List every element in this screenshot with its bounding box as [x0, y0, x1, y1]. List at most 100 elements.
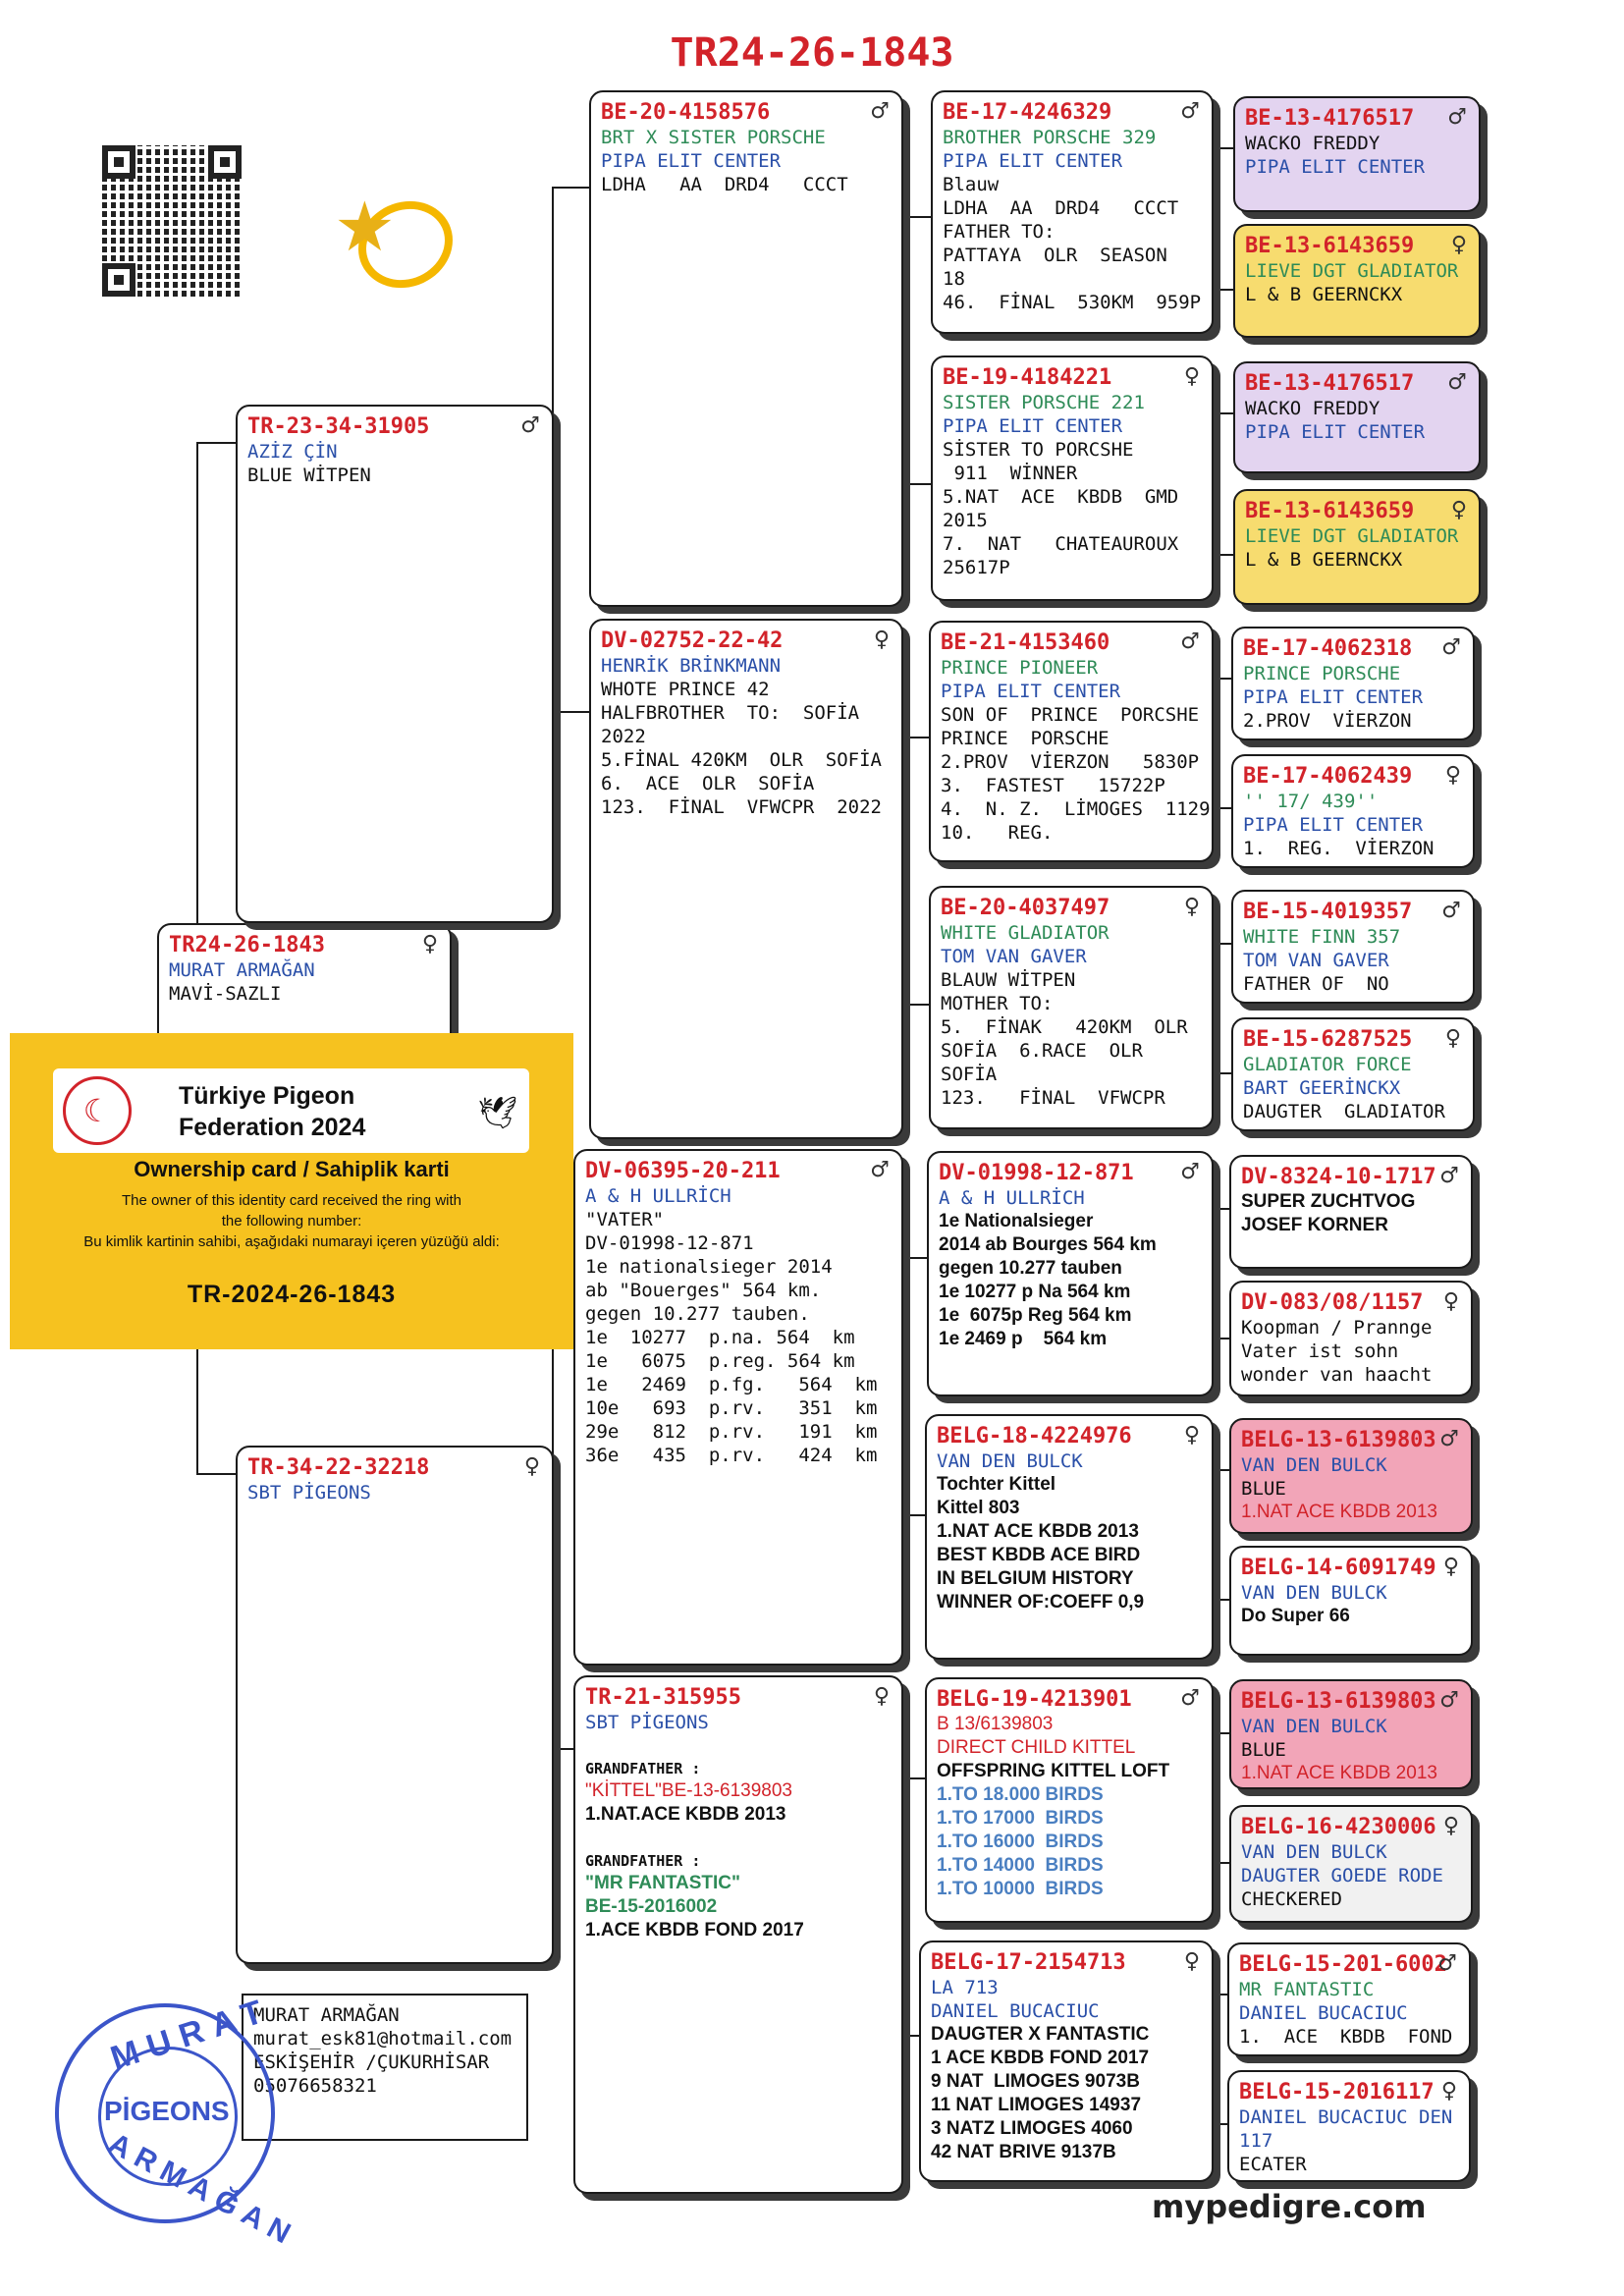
card-line: TOM VAN GAVER — [941, 946, 1087, 967]
card-line: Tochter Kittel — [937, 1474, 1056, 1495]
card-line: 1.ACE KBDB FOND 2017 — [585, 1920, 804, 1941]
federation-emblem-icon: ☾ — [63, 1076, 132, 1145]
card-line — [585, 1734, 892, 1758]
card-line: B 13/6139803 — [937, 1714, 1054, 1734]
card-line: WINNER OF:COEFF 0,9 — [937, 1592, 1145, 1613]
card-line: Kittel 803 — [937, 1498, 1020, 1518]
card-line: 2015 — [943, 510, 988, 531]
card-line: BLUE WİTPEN — [247, 465, 371, 486]
card-line: DAUGTER GOEDE RODE — [1241, 1865, 1443, 1886]
ring-number: BE-13-4176517 — [1245, 106, 1415, 131]
card-line: Blauw — [943, 174, 1000, 195]
card-line: '' 17/ 439'' — [1243, 791, 1379, 812]
card-line: FATHER OF NO — [1243, 973, 1389, 995]
card-line: 29e 812 p.rv. 191 km — [585, 1421, 878, 1443]
ring-number: BELG-13-6139803 — [1241, 1689, 1436, 1714]
card-line — [585, 1827, 892, 1850]
card-line: Koopman / Prannge — [1241, 1317, 1433, 1339]
male-symbol-icon: ♂ — [1439, 1427, 1459, 1451]
card-line: 1e 2469 p 564 km — [939, 1329, 1108, 1349]
card-line: 3. FASTEST 15722P — [941, 775, 1165, 796]
card-line: Vater ist sohn — [1241, 1340, 1399, 1362]
card-line: SBT PİGEONS — [247, 1482, 371, 1503]
card-line: SON OF PRINCE PORCSHE — [941, 704, 1200, 726]
card-line: 1.TO 10000 BIRDS — [937, 1879, 1104, 1899]
ring-number: BELG-15-2016117 — [1239, 2080, 1435, 2105]
female-symbol-icon: ♀ — [1183, 1949, 1200, 1974]
ownership-card-title: Ownership card / Sahiplik karti — [134, 1157, 450, 1181]
card-line: VAN DEN BULCK — [1241, 1582, 1387, 1604]
card-line: WHOTE PRINCE 42 — [601, 679, 770, 700]
card-line: 1. REG. VİERZON — [1243, 838, 1435, 859]
male-symbol-icon: ♂ — [1447, 370, 1467, 395]
card-line: PATTAYA OLR SEASON — [943, 245, 1167, 266]
card-line: VAN DEN BULCK — [1241, 1454, 1387, 1476]
card-line: 2014 ab Bourges 564 km — [939, 1234, 1157, 1255]
card-line: MR FANTASTIC — [1239, 1979, 1375, 2000]
card-line: 5.FİNAL 420KM OLR SOFİA — [601, 749, 882, 771]
ring-number: BELG-13-6139803 — [1241, 1428, 1436, 1452]
card-line: MOTHER TO: — [941, 993, 1054, 1014]
card-line: 1.NAT ACE KBDB 2013 — [937, 1521, 1139, 1542]
card-line: 1e 10277 p.na. 564 km — [585, 1327, 855, 1348]
card-line: DANIEL BUCACIUC — [931, 2000, 1100, 2022]
card-line: 2.PROV VİERZON 5830P — [941, 751, 1200, 773]
ownership-ring-number: TR-2024-26-1843 — [187, 1281, 397, 1308]
card-line: OFFSPRING KITTEL LOFT — [937, 1761, 1170, 1781]
ring-number: BELG-16-4230006 — [1241, 1815, 1436, 1839]
card-line: HALFBROTHER TO: SOFİA — [601, 702, 860, 724]
card-line: BRT X SISTER PORSCHE — [601, 127, 826, 148]
card-line: 2.PROV VİERZON — [1243, 710, 1412, 732]
ring-number: DV-8324-10-1717 — [1241, 1165, 1436, 1189]
card-line: gegen 10.277 tauben. — [585, 1303, 810, 1325]
female-symbol-icon: ♀ — [1183, 364, 1200, 389]
card-line: 1. ACE KBDB FOND — [1239, 2026, 1453, 2048]
card-line: PRINCE PORSCHE — [941, 728, 1110, 749]
male-symbol-icon: ♂ — [870, 1158, 890, 1182]
card-line: 3 NATZ LIMOGES 4060 — [931, 2118, 1133, 2139]
site-footer: mypedigre.com — [1152, 2188, 1427, 2225]
card-line: 1.TO 14000 BIRDS — [937, 1855, 1104, 1876]
card-line: 5. FİNAK 420KM OLR — [941, 1016, 1188, 1038]
federation-name-line1: Türkiye Pigeon — [179, 1082, 355, 1110]
pedigree-card-g6: BE-17-4062439♀'' 17/ 439''PIPA ELIT CENT… — [1231, 754, 1475, 868]
card-line: MURAT ARMAĞAN — [169, 959, 315, 981]
card-line: 123. FİNAL VFWCPR — [941, 1087, 1165, 1109]
male-symbol-icon: ♂ — [1180, 1160, 1200, 1184]
pedigree-card-ds: DV-06395-20-211♂A & H ULLRİCH"VATER"DV-0… — [573, 1149, 903, 1666]
card-line: 1.NAT ACE KBDB 2013 — [1241, 1502, 1437, 1522]
card-line: HENRİK BRİNKMANN — [601, 655, 782, 677]
card-line: WACKO FREDDY — [1245, 398, 1380, 419]
card-line: A & H ULLRİCH — [585, 1185, 731, 1207]
male-symbol-icon: ♂ — [1439, 1164, 1459, 1188]
ring-number: TR-34-22-32218 — [247, 1455, 430, 1480]
male-symbol-icon: ♂ — [1441, 899, 1461, 923]
ring-number: BE-17-4246329 — [943, 100, 1112, 125]
star-icon: ★ — [328, 186, 467, 303]
ring-number: TR-21-315955 — [585, 1685, 741, 1710]
federation-header: ☾ Türkiye Pigeon Federation 2024 🕊 — [53, 1068, 529, 1153]
qr-code-icon — [102, 145, 242, 297]
card-line: 117 — [1239, 2130, 1273, 2152]
card-line: 123. FİNAL VFWCPR 2022 — [601, 796, 882, 818]
card-line: DANIEL BUCACIUC DEN — [1239, 2106, 1453, 2128]
pigeon-icon: 🕊 — [477, 1095, 517, 1130]
card-line: 36e 435 p.rv. 424 km — [585, 1445, 878, 1466]
ring-number: BELG-18-4224976 — [937, 1424, 1132, 1449]
card-line: A & H ULLRİCH — [939, 1187, 1085, 1209]
ring-number: BE-20-4158576 — [601, 100, 771, 125]
breeder-email: murat_esk81@hotmail.com — [253, 2028, 513, 2050]
ring-number: BE-17-4062439 — [1243, 764, 1413, 789]
card-line: gegen 10.277 tauben — [939, 1258, 1122, 1279]
ring-number: BE-13-4176517 — [1245, 371, 1415, 396]
ring-number: BE-15-4019357 — [1243, 900, 1413, 924]
card-line: 1.TO 16000 BIRDS — [937, 1831, 1104, 1852]
